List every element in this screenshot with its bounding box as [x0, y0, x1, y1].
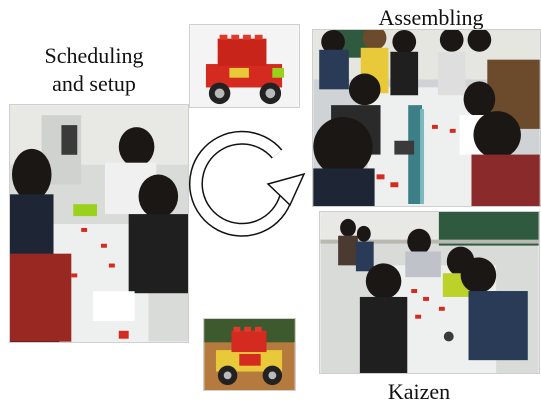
label-scheduling-line1: Scheduling: [44, 43, 144, 68]
assembling-line-photo: [312, 29, 541, 207]
scheduling-classroom-image: [10, 105, 188, 342]
red-lego-car-photo: [189, 24, 300, 108]
label-scheduling-and-setup: Scheduling and setup: [28, 42, 160, 97]
label-kaizen: Kaizen: [387, 379, 451, 404]
red-lego-car-image: [190, 25, 299, 107]
label-scheduling-line2: and setup: [52, 70, 136, 96]
label-assembling: Assembling: [378, 5, 484, 30]
kaizen-classroom-photo: [319, 211, 540, 374]
kaizen-classroom-image: [320, 212, 539, 373]
assembling-line-image: [313, 30, 540, 206]
yellow-red-lego-car-photo: [203, 318, 296, 391]
scheduling-classroom-photo: [9, 104, 189, 343]
yellow-red-lego-car-image: [204, 319, 295, 390]
